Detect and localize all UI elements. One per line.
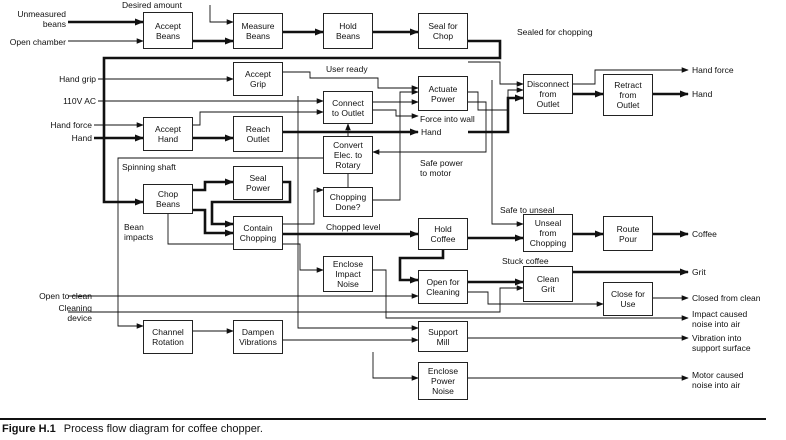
- flow-support: [297, 96, 419, 331]
- label-spinning-shaft: Spinning shaft: [122, 162, 176, 172]
- flow-done-to-actuate: [373, 89, 419, 201]
- flow-to-chopping-done: [283, 187, 324, 225]
- flow-bean-impacts: [167, 214, 324, 273]
- box-hold-beans: Hold Beans: [323, 13, 373, 49]
- flow-force-to-connect: [193, 109, 324, 126]
- output-coffee: Coffee: [692, 229, 717, 239]
- box-contain-chopping: Contain Chopping: [233, 216, 283, 250]
- box-accept-hand: Accept Hand: [143, 117, 193, 151]
- box-chop-beans: Chop Beans: [143, 184, 193, 214]
- box-accept-beans: Accept Beans: [143, 12, 193, 49]
- input-desired-amount: Desired amount: [122, 0, 183, 10]
- flow-cleaning-device: [68, 285, 524, 313]
- flow-to-disconnect: [468, 61, 524, 87]
- input-open-to-clean: Open to clean: [39, 291, 92, 301]
- box-actuate-power: Actuate Power: [418, 76, 468, 111]
- figure-caption: Figure H.1 Process flow diagram for coffe…: [2, 423, 263, 435]
- box-enclose-power-noise: Enclose Power Noise: [418, 362, 468, 400]
- input-cleaning-device: Cleaning device: [58, 303, 92, 323]
- flow-to-close: [468, 291, 604, 307]
- flow-safe-to-unseal: [491, 80, 524, 227]
- box-retract-from-outlet: Retract from Outlet: [603, 74, 653, 116]
- flow-chop-to-contain: [193, 208, 234, 237]
- flow-seal-to-contain: [210, 180, 292, 228]
- input-hand-grip: Hand grip: [59, 74, 96, 84]
- label-sealed-for-chopping: Sealed for chopping: [517, 27, 593, 37]
- box-route-pour: Route Pour: [603, 216, 653, 251]
- output-motor-noise: Motor caused noise into air: [692, 370, 744, 390]
- flow-actuate-to-disconnect: [468, 87, 524, 111]
- box-disconnect-from-outlet: Disconnect from Outlet: [523, 74, 573, 114]
- caption-rule: [0, 418, 766, 420]
- input-hand: Hand: [71, 133, 92, 143]
- box-measure-beans: Measure Beans: [233, 13, 283, 49]
- label-safe-to-unseal: Safe to unseal: [500, 205, 555, 215]
- label-force-into-wall: Force into wall: [420, 114, 475, 124]
- flow-desired-amount: [209, 5, 234, 25]
- output-grit: Grit: [692, 267, 706, 277]
- input-110v-ac: 110V AC: [63, 96, 96, 106]
- box-chopping-done: Chopping Done?: [323, 187, 373, 217]
- output-vibration: Vibration into support surface: [692, 333, 751, 353]
- thin-flows: [68, 5, 689, 381]
- box-support-mill: Support Mill: [418, 321, 468, 352]
- label-bean-impacts: Bean impacts: [124, 222, 154, 242]
- label-chopped-level: Chopped level: [326, 222, 381, 232]
- flow-hand-to-disconnect: [468, 94, 524, 134]
- figure-caption-text: Process flow diagram for coffee chopper.: [63, 423, 263, 435]
- output-hand: Hand: [692, 89, 713, 99]
- box-seal-for-chop: Seal for Chop: [418, 13, 468, 49]
- box-hold-coffee: Hold Coffee: [418, 218, 468, 250]
- flow-force-into-wall: [373, 109, 419, 119]
- flow-to-enclose-power: [372, 352, 419, 381]
- input-hand-force: Hand force: [50, 120, 92, 130]
- figure-number: Figure H.1: [2, 423, 56, 435]
- box-open-for-cleaning: Open for Cleaning: [418, 270, 468, 304]
- output-impact-noise: Impact caused noise into air: [692, 309, 748, 329]
- box-unseal-from-chopping: Unseal from Chopping: [523, 214, 573, 252]
- input-unmeasured-beans: Unmeasured beans: [17, 9, 66, 29]
- flow-hand-force-out: [573, 67, 689, 85]
- flow-user-ready: [283, 71, 419, 91]
- box-convert-elec-to-rotary: Convert Elec. to Rotary: [323, 136, 373, 174]
- output-hand-force: Hand force: [692, 65, 734, 75]
- box-close-for-use: Close for Use: [603, 282, 653, 316]
- flow-chop-to-seal: [193, 178, 234, 192]
- flow-impact-noise-out: [373, 269, 689, 321]
- box-connect-to-outlet: Connect to Outlet: [323, 91, 373, 124]
- box-reach-outlet: Reach Outlet: [233, 116, 283, 152]
- label-user-ready: User ready: [326, 64, 368, 74]
- label-stuck-coffee: Stuck coffee: [502, 256, 549, 266]
- box-channel-rotation: Channel Rotation: [143, 320, 193, 354]
- flow-safe-power: [372, 101, 487, 155]
- box-seal-power: Seal Power: [233, 166, 283, 200]
- box-accept-grip: Accept Grip: [233, 62, 283, 96]
- label-hand-flow: Hand: [421, 127, 442, 137]
- flow-stuck-coffee: [398, 250, 445, 284]
- input-open-chamber: Open chamber: [9, 37, 66, 47]
- box-dampen-vibrations: Dampen Vibrations: [233, 320, 283, 354]
- box-enclose-impact-noise: Enclose Impact Noise: [323, 256, 373, 292]
- output-closed-from-clean: Closed from clean: [692, 293, 761, 303]
- box-clean-grit: Clean Grit: [523, 266, 573, 302]
- flow-beans-to-chop: [102, 39, 502, 206]
- label-safe-power: Safe power to motor: [420, 158, 463, 178]
- thick-flows: [68, 18, 689, 286]
- flow-spinning-shaft: [117, 157, 323, 329]
